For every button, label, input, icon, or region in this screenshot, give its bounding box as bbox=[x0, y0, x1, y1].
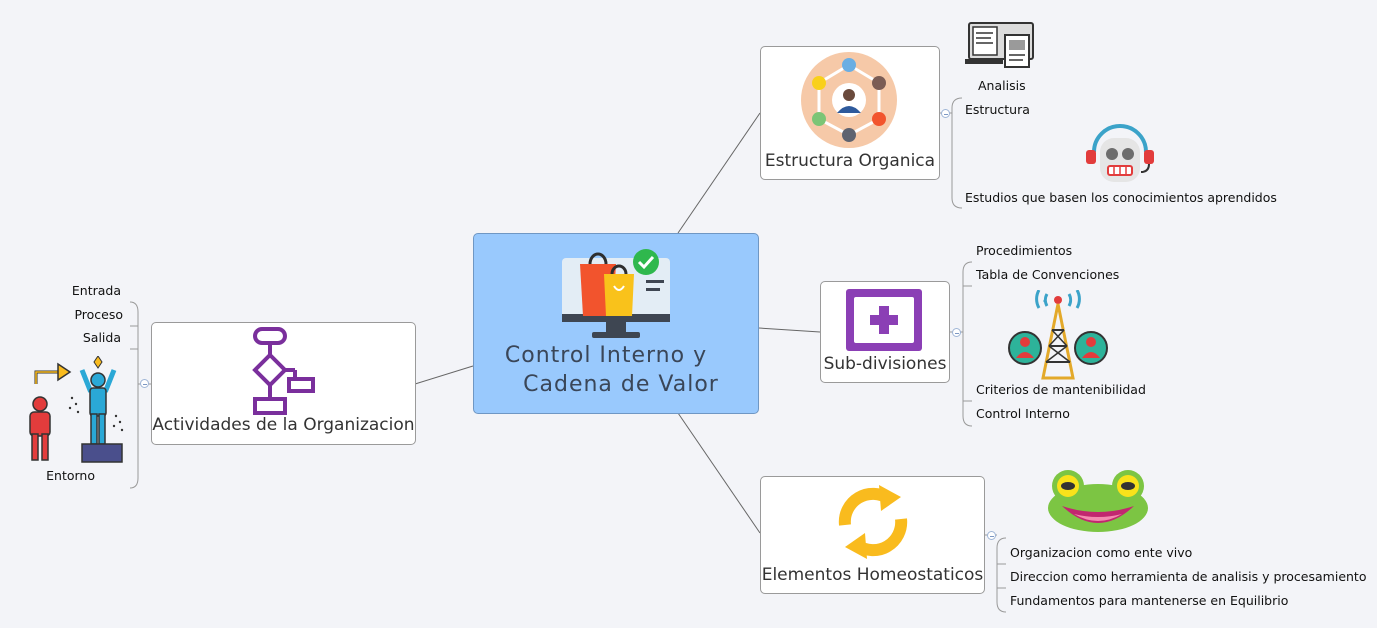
connector-elementos bbox=[677, 412, 761, 534]
bracket-elementos bbox=[996, 537, 1007, 613]
leaf-direccion-herramienta[interactable]: Direccion como herramienta de analisis y… bbox=[1010, 569, 1367, 584]
bracket-actividades bbox=[129, 301, 139, 489]
actividades-organizacion-label: Actividades de la Organizacion bbox=[152, 415, 415, 435]
topic-actividades-organizacion[interactable]: Actividades de la Organizacion bbox=[151, 322, 416, 445]
leaf-salida[interactable]: Salida bbox=[82, 330, 121, 345]
topic-estructura-organica[interactable]: Estructura Organica bbox=[760, 46, 940, 180]
central-title-line1: Control Interno y bbox=[504, 343, 708, 368]
connector-subdivisiones bbox=[758, 327, 821, 333]
collapse-toggle-actividades[interactable] bbox=[140, 379, 149, 388]
flowchart-icon bbox=[252, 327, 315, 415]
connector-estructura bbox=[677, 112, 761, 234]
collapse-toggle-elementos[interactable] bbox=[987, 531, 996, 540]
topic-sub-divisiones[interactable]: Sub-divisiones bbox=[820, 281, 950, 383]
leaf-criterios[interactable]: Criterios de mantenibilidad bbox=[976, 382, 1146, 397]
connector-actividades bbox=[414, 365, 474, 385]
leaf-fundamentos-equilibrio[interactable]: Fundamentos para mantenerse en Equilibri… bbox=[1010, 593, 1289, 608]
frog-face-icon bbox=[1048, 470, 1148, 532]
leaf-analisis[interactable]: Analisis bbox=[978, 78, 1026, 93]
collapse-toggle-estructura[interactable] bbox=[941, 109, 950, 118]
estructura-organica-label: Estructura Organica bbox=[764, 151, 936, 171]
laptop-document-icon bbox=[965, 22, 1034, 68]
bracket-estructura bbox=[951, 97, 963, 209]
bracket-subdivisiones bbox=[962, 261, 973, 427]
central-topic[interactable]: Control Interno y Cadena de Valor bbox=[473, 233, 759, 414]
headset-robot-icon bbox=[1086, 124, 1154, 182]
organization-network-icon bbox=[801, 52, 897, 148]
leaf-organizacion-ente-vivo[interactable]: Organizacion como ente vivo bbox=[1010, 545, 1193, 560]
topic-elementos-homeostaticos[interactable]: Elementos Homeostaticos bbox=[760, 476, 985, 594]
shopping-bag-monitor-icon bbox=[562, 249, 670, 338]
broadcast-tower-icon bbox=[1008, 290, 1108, 380]
central-title-line2: Cadena de Valor bbox=[523, 372, 719, 397]
elementos-homeostaticos-label: Elementos Homeostaticos bbox=[761, 565, 984, 585]
refresh-cycle-icon bbox=[838, 485, 908, 559]
collapse-toggle-subdivisiones[interactable] bbox=[952, 328, 961, 337]
leaf-estructura[interactable]: Estructura bbox=[965, 102, 1030, 117]
leaf-proceso[interactable]: Proceso bbox=[74, 307, 123, 322]
add-square-icon bbox=[846, 289, 922, 351]
leaf-entrada[interactable]: Entrada bbox=[71, 283, 121, 298]
leaf-estudios[interactable]: Estudios que basen los conocimientos apr… bbox=[965, 190, 1277, 205]
people-environment-icon bbox=[29, 356, 124, 463]
leaf-control-interno[interactable]: Control Interno bbox=[976, 406, 1070, 421]
leaf-procedimientos[interactable]: Procedimientos bbox=[976, 243, 1073, 258]
sub-divisiones-label: Sub-divisiones bbox=[823, 354, 947, 374]
leaf-entorno[interactable]: Entorno bbox=[46, 468, 95, 483]
leaf-tabla-convenciones[interactable]: Tabla de Convenciones bbox=[976, 267, 1120, 282]
